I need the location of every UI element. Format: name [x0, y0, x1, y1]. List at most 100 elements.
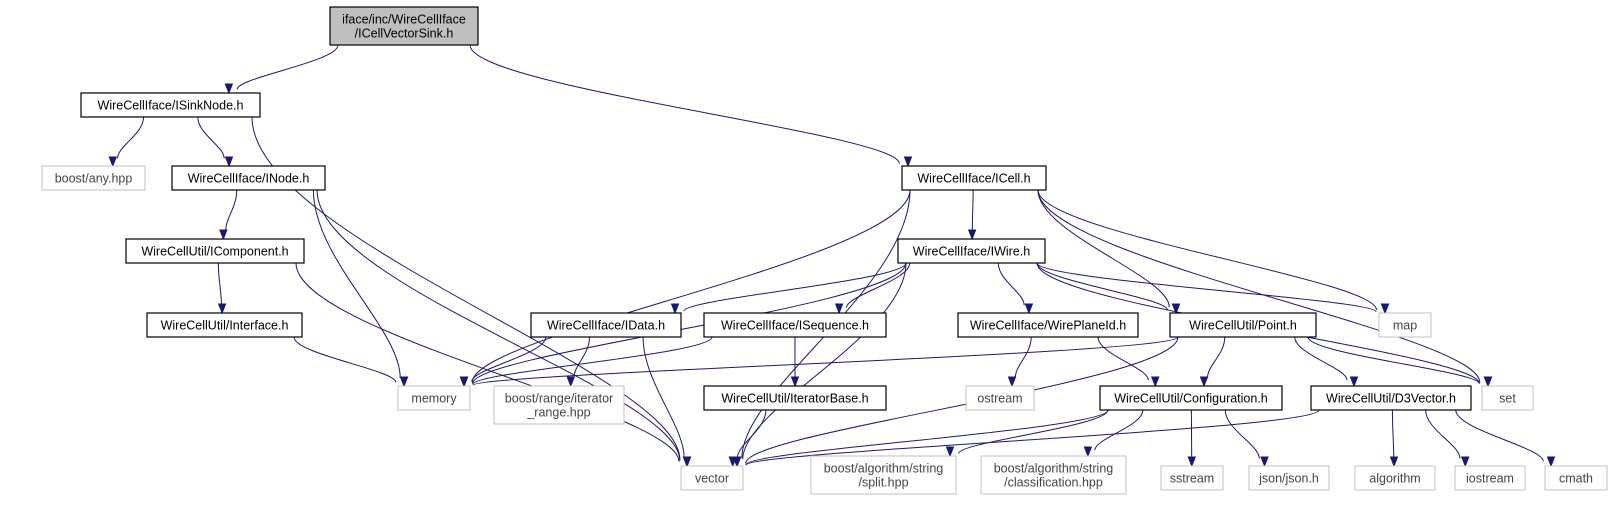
edges-layer	[108, 44, 1556, 468]
edge-d3vector-to-cmath	[1455, 409, 1544, 462]
node-label: sstream	[1170, 472, 1214, 486]
edge-d3vector-to-algorithm	[1391, 409, 1395, 458]
arrowhead	[903, 156, 913, 168]
edge-configuration-to-json	[1224, 409, 1260, 459]
edge-point-to-set	[1307, 336, 1480, 385]
edge-d3vector-to-vector	[745, 409, 1320, 466]
arrowhead	[1483, 376, 1493, 388]
node-root[interactable]: iface/inc/WireCellIface/ICellVectorSink.…	[329, 6, 479, 46]
edge-icomponent-to-vector	[295, 262, 680, 462]
arrowhead	[1546, 456, 1556, 468]
node-split: boost/algorithm/string/split.hpp	[810, 455, 957, 495]
node-iteratorbase[interactable]: WireCellUtil/IteratorBase.h	[703, 385, 887, 411]
edge-root-to-icell	[469, 44, 900, 164]
edge-iteratorbase-to-vector	[736, 409, 767, 459]
node-isequence[interactable]: WireCellIface/ISequence.h	[703, 312, 887, 338]
edge-wireplaneid-to-configuration	[1097, 336, 1149, 381]
edge-idata-to-vector	[642, 336, 685, 458]
node-d3vector[interactable]: WireCellUtil/D3Vector.h	[1310, 385, 1472, 411]
node-label: cmath	[1559, 472, 1593, 486]
arrowhead	[224, 83, 234, 95]
node-classification: boost/algorithm/string/classification.hp…	[980, 455, 1127, 495]
node-label: WireCellIface/ICell.h	[917, 172, 1030, 186]
node-box	[397, 385, 471, 411]
node-label: WireCellIface/INode.h	[188, 172, 310, 186]
edge-idata-to-memory	[471, 336, 547, 382]
arrowhead	[670, 303, 680, 315]
node-label: WireCellIface/IWire.h	[913, 245, 1030, 259]
node-label: _range.hpp	[526, 406, 590, 420]
node-label: boost/any.hpp	[55, 172, 133, 186]
edge-icell-to-memory	[471, 189, 911, 383]
node-label: /split.hpp	[858, 476, 908, 490]
node-box	[530, 312, 682, 338]
node-label: WireCellUtil/Configuration.h	[1114, 392, 1268, 406]
arrowhead	[399, 376, 409, 388]
node-box	[146, 312, 303, 338]
node-box	[965, 385, 1035, 411]
node-box	[1481, 385, 1534, 411]
arrowhead	[1199, 376, 1209, 388]
node-box	[703, 312, 887, 338]
node-memory: memory	[397, 385, 471, 411]
arrowhead	[1171, 303, 1181, 315]
arrowhead	[1461, 456, 1470, 468]
edge-wireplaneid-to-ostream	[1014, 336, 1032, 378]
node-box	[1160, 465, 1224, 491]
node-configuration[interactable]: WireCellUtil/Configuration.h	[1099, 385, 1283, 411]
nodes-layer: iface/inc/WireCellIface/ICellVectorSink.…	[41, 6, 1608, 495]
arrowhead	[1389, 456, 1399, 468]
node-label: WireCellIface/ISinkNode.h	[98, 99, 244, 113]
node-sstream: sstream	[1160, 465, 1224, 491]
node-idata[interactable]: WireCellIface/IData.h	[530, 312, 682, 338]
edge-iwire-to-wireplaneid	[997, 262, 1025, 306]
node-inode[interactable]: WireCellIface/INode.h	[171, 165, 326, 191]
edge-iwire-to-memory	[472, 262, 907, 384]
node-box	[1099, 385, 1283, 411]
node-label: WireCellIface/WirePlaneId.h	[970, 319, 1126, 333]
node-json: json/json.h	[1248, 465, 1330, 491]
node-box	[171, 165, 326, 191]
node-label: boost/range/iterator	[505, 392, 613, 406]
node-box	[901, 165, 1047, 191]
edge-iwire-to-isequence	[845, 262, 911, 308]
arrowhead	[224, 156, 234, 168]
edge-configuration-to-vector	[745, 409, 1109, 466]
node-icell[interactable]: WireCellIface/ICell.h	[901, 165, 1047, 191]
arrowhead	[219, 229, 228, 241]
arrowhead	[945, 446, 955, 458]
node-label: WireCellIface/IData.h	[547, 319, 665, 333]
node-label: set	[1499, 392, 1516, 406]
arrowhead	[1024, 303, 1034, 315]
node-box	[1378, 312, 1432, 338]
edge-icell-to-point	[1037, 189, 1170, 308]
arrowhead	[566, 376, 575, 388]
edge-iwire-to-idata	[683, 262, 907, 312]
arrowhead	[1380, 303, 1390, 315]
edge-icell-to-set	[1037, 189, 1481, 383]
edge-isinknode-to-boostany	[117, 116, 145, 159]
edge-inode-to-icomponent	[225, 189, 238, 231]
node-interface[interactable]: WireCellUtil/Interface.h	[146, 312, 303, 338]
node-label: WireCellUtil/D3Vector.h	[1326, 392, 1456, 406]
node-wireplaneid[interactable]: WireCellIface/WirePlaneId.h	[957, 312, 1139, 338]
edge-icell-to-iwire	[971, 189, 974, 231]
edge-interface-to-memory	[293, 336, 397, 383]
node-label: ostream	[977, 392, 1022, 406]
arrowhead	[1187, 456, 1196, 468]
node-icomponent[interactable]: WireCellUtil/IComponent.h	[125, 238, 305, 264]
node-box	[125, 238, 305, 264]
node-box	[1454, 465, 1526, 491]
node-label: WireCellUtil/IteratorBase.h	[721, 392, 868, 406]
node-iwire[interactable]: WireCellIface/IWire.h	[897, 238, 1046, 264]
node-label: iostream	[1466, 472, 1514, 486]
node-label: boost/algorithm/string	[994, 462, 1114, 476]
node-isinknode[interactable]: WireCellIface/ISinkNode.h	[80, 92, 261, 118]
node-box	[897, 238, 1046, 264]
edge-icell-to-map	[1037, 189, 1378, 311]
edge-point-to-memory	[472, 336, 1179, 386]
arrowhead	[1007, 376, 1017, 388]
node-label: WireCellUtil/IComponent.h	[141, 245, 288, 259]
node-point[interactable]: WireCellUtil/Point.h	[1169, 312, 1317, 338]
node-box	[980, 455, 1127, 495]
